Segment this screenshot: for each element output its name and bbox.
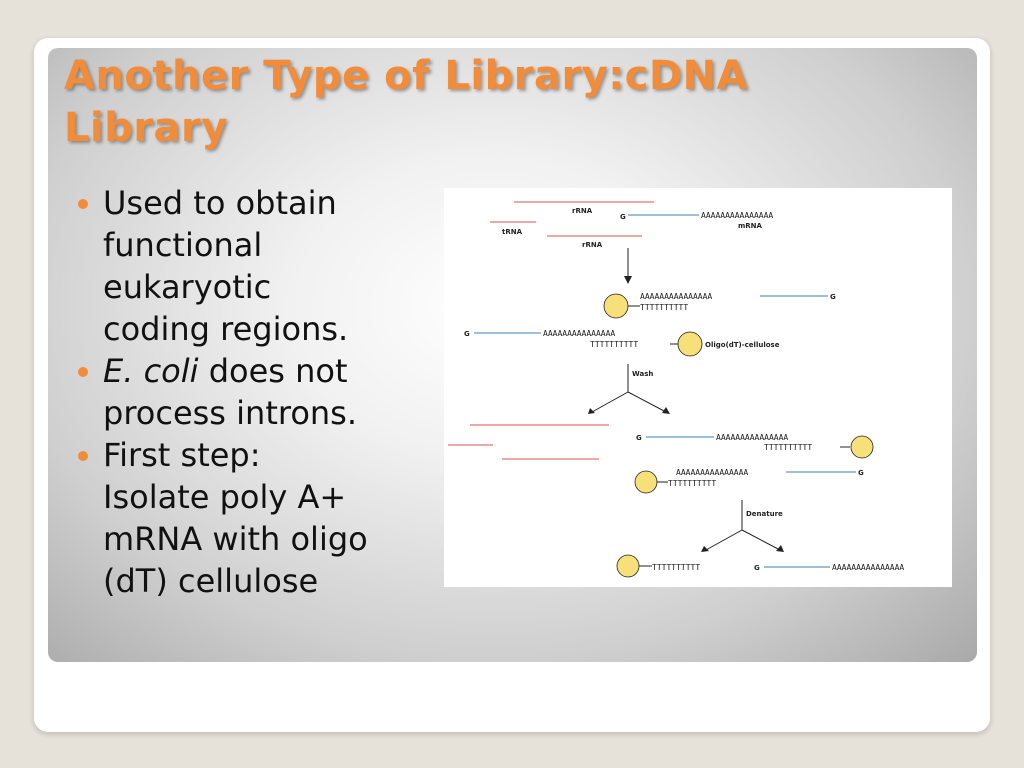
bullet-item-2: E. coli does not process introns.: [74, 350, 444, 434]
bullet-1-line-1: Used to obtain: [103, 184, 337, 222]
arrow-right-icon: [662, 407, 670, 414]
polyt-strand: TTTTTTTTTT: [668, 479, 716, 488]
bullet-dot-icon: [78, 367, 88, 377]
bullet-2-line-2: process introns.: [103, 394, 358, 432]
g-cap-label: G: [858, 469, 864, 477]
denature-branch-left: [705, 529, 743, 551]
cellulose-bead-icon: [634, 470, 658, 494]
arrow-left-icon: [701, 546, 709, 552]
bullet-1-line-3: eukaryotic: [103, 268, 272, 306]
polya-tail: AAAAAAAAAAAAAAA: [543, 329, 615, 338]
cdna-isolation-diagram: rRNA tRNA rRNA G AAAAAAAAAAAAAAA mRNA AA…: [444, 188, 952, 587]
trna-label: tRNA: [502, 228, 523, 236]
cellulose-bead-icon: [603, 293, 629, 319]
bullet-2-italic: E. coli: [103, 352, 199, 390]
polya-tail: AAAAAAAAAAAAAAA: [676, 468, 748, 477]
wash-branch-left: [591, 391, 629, 413]
polyt-strand: TTTTTTTTTT: [640, 303, 688, 312]
bullet-dot-icon: [78, 451, 88, 461]
polyt-strand: TTTTTTTTTT: [590, 340, 638, 349]
polya-tail: AAAAAAAAAAAAAAA: [640, 292, 712, 301]
arrow-right-icon: [776, 545, 784, 552]
polyt-strand: TTTTTTTTTT: [764, 443, 812, 452]
mrna-label: mRNA: [738, 222, 763, 230]
bullet-item-1: Used to obtain functional eukaryotic cod…: [74, 182, 444, 350]
g-cap-label: G: [636, 434, 642, 442]
rrna-label: rRNA: [572, 207, 593, 215]
slide-title: Another Type of Library:cDNA Library: [64, 50, 944, 154]
rrna-label-2: rRNA: [582, 241, 603, 249]
denature-branch-right: [741, 529, 781, 551]
bullet-item-3: First step: Isolate poly A+ mRNA with ol…: [74, 434, 444, 602]
oligo-label: Oligo(dT)-cellulose: [705, 341, 780, 349]
title-line-1: Another Type of Library:cDNA: [64, 53, 749, 99]
cellulose-bead-icon: [616, 554, 640, 578]
cellulose-bead-icon: [850, 435, 874, 459]
bullet-3-line-4: (dT) cellulose: [103, 562, 319, 600]
arrow-left-icon: [588, 408, 595, 414]
polya-tail: AAAAAAAAAAAAAAA: [701, 211, 773, 220]
polya-tail: AAAAAAAAAAAAAAA: [716, 433, 788, 442]
polya-tail: AAAAAAAAAAAAAAA: [832, 563, 904, 572]
g-cap-label: G: [830, 293, 836, 301]
bullet-list: Used to obtain functional eukaryotic cod…: [74, 182, 444, 602]
g-cap-label: G: [754, 564, 760, 572]
bullet-3-line-2: Isolate poly A+: [103, 478, 347, 516]
bullet-dot-icon: [78, 199, 88, 209]
bullet-3-line-1: First step:: [103, 436, 261, 474]
denature-label: Denature: [746, 510, 783, 518]
down-arrow-icon: [624, 276, 632, 284]
bullet-1-line-4: coding regions.: [103, 310, 349, 348]
g-cap-label: G: [620, 213, 626, 221]
title-line-2: Library: [64, 105, 228, 151]
bullet-2-rest: does not: [198, 352, 348, 390]
polyt-strand: TTTTTTTTTT: [652, 563, 700, 572]
g-cap-label: G: [464, 330, 470, 338]
cellulose-bead-icon: [677, 331, 703, 357]
wash-label: Wash: [632, 370, 653, 378]
bullet-3-line-3: mRNA with oligo: [103, 520, 368, 558]
wash-branch-right: [627, 391, 667, 413]
bullet-1-line-2: functional: [103, 226, 263, 264]
